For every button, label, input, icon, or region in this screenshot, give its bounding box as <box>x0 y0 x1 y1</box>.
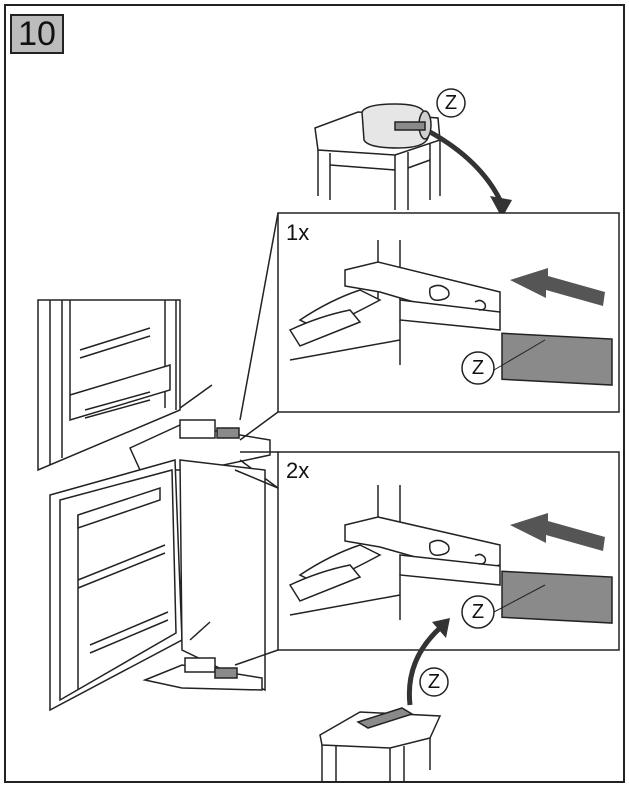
outer-border <box>4 4 625 783</box>
fridge-lower-door <box>49 459 279 712</box>
fridge-upper-door <box>37 299 181 472</box>
arrow-bottom-head <box>432 618 450 638</box>
push-arrow-1 <box>510 268 605 306</box>
z-label-panel-2: Z <box>471 601 485 623</box>
z-circle-top <box>436 88 466 118</box>
tape-roll <box>361 103 432 149</box>
z-circle-bottom <box>419 667 449 697</box>
panel-2-quantity: 2x <box>286 458 310 483</box>
tape-strip-1 <box>501 332 613 386</box>
z-label-bottom: Z <box>427 671 441 693</box>
panel-1-quantity: 1x <box>286 220 310 245</box>
z-circle-1 <box>461 351 495 385</box>
arrow-bottom <box>406 626 442 706</box>
hinge-2 <box>288 485 501 620</box>
arrow-top <box>428 129 503 202</box>
leader-1 <box>493 339 546 371</box>
hinge-1 <box>288 240 501 365</box>
leader-2 <box>493 584 546 613</box>
z-label-panel-1: Z <box>471 357 485 379</box>
tape-strip-2 <box>501 570 613 624</box>
z-circle-2 <box>461 595 495 629</box>
step-number: 10 <box>10 14 64 54</box>
z-label-top: Z <box>444 92 458 114</box>
bottom-stool <box>319 707 442 782</box>
push-arrow-2 <box>510 513 605 551</box>
arrow-top-head <box>490 196 512 218</box>
